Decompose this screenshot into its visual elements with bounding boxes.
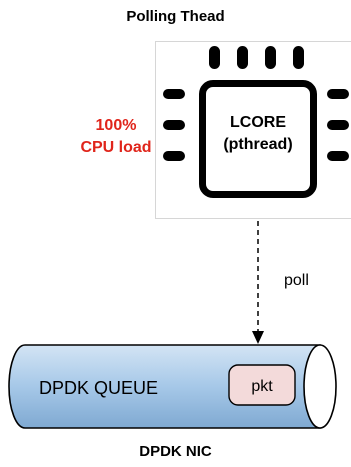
lcore-label-line1: LCORE [230,114,286,131]
lcore-label-line2: (pthread) [223,136,293,153]
packet-box [228,364,296,406]
cpu-pin-right-3 [327,151,349,161]
cpu-pin-top-4 [293,46,304,69]
cpu-pin-top-2 [237,46,248,69]
lcore-square [199,80,317,198]
poll-arrowhead [252,331,264,344]
cpu-pin-left-1 [163,89,185,99]
cpu-load-percent: 100% [95,117,137,134]
cpu-pin-top-3 [265,46,276,69]
cpu-load-text: CPU load [80,139,152,156]
cpu-pin-top-1 [209,46,220,69]
queue-tube-end [303,344,337,429]
cpu-load-label: 100% CPU load [66,115,166,159]
lcore-label: LCORE (pthread) [199,112,317,156]
cpu-pin-right-2 [327,120,349,130]
cpu-pin-left-3 [163,151,185,161]
dpdk-queue-label: DPDK QUEUE [39,378,159,398]
diagram-title: Polling Thead [126,8,225,25]
cpu-pin-right-1 [327,89,349,99]
packet-label: pkt [251,378,273,395]
cpu-pin-left-2 [163,120,185,130]
dpdk-nic-label: DPDK NIC [139,443,212,460]
poll-label: poll [284,272,309,289]
